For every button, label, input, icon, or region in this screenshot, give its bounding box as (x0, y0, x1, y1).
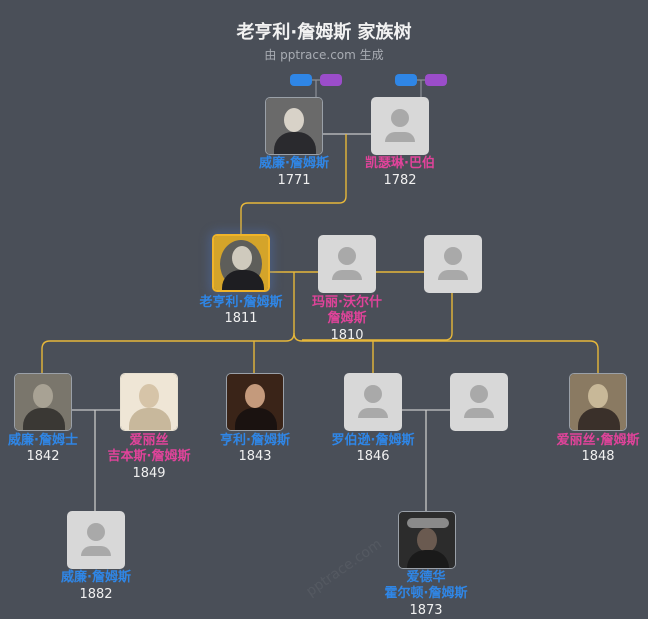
person-card-p10[interactable] (450, 373, 508, 431)
person-card-p8[interactable] (226, 373, 284, 431)
person-name[interactable]: 凯瑟琳·巴伯 (365, 156, 435, 171)
avatar-placeholder-icon (444, 247, 462, 265)
father-ancestors-pill[interactable] (290, 74, 312, 86)
avatar-placeholder-icon (338, 247, 356, 265)
person-year: 1843 (238, 449, 272, 464)
person-year: 1846 (356, 449, 390, 464)
person-year: 1810 (330, 328, 364, 343)
person-name[interactable]: 罗伯逊·詹姆斯 (331, 433, 415, 448)
person-card-p3-selected[interactable] (212, 234, 270, 292)
person-name[interactable]: 玛丽·沃尔什 (312, 295, 382, 310)
person-name[interactable]: 爱德华 (406, 570, 446, 585)
avatar-placeholder-icon (470, 385, 488, 403)
person-year: 1849 (132, 466, 166, 481)
person-name-line2[interactable]: 詹姆斯 (327, 311, 367, 326)
person-name[interactable]: 威廉·詹姆斯 (259, 156, 329, 171)
person-name[interactable]: 爱丽丝 (129, 433, 169, 448)
person-year: 1873 (409, 603, 443, 618)
person-card-p6[interactable] (14, 373, 72, 431)
person-name[interactable]: 威廉·詹姆斯 (61, 570, 131, 585)
person-year: 1771 (277, 173, 311, 188)
person-year: 1848 (581, 449, 615, 464)
person-year: 1842 (26, 449, 60, 464)
person-name[interactable]: 亨利·詹姆斯 (220, 433, 290, 448)
page-title: 老亨利·詹姆斯 家族树 (236, 22, 412, 43)
person-name-line2[interactable]: 吉本斯·詹姆斯 (107, 449, 191, 464)
person-card-p11[interactable] (569, 373, 627, 431)
mother-ancestors-pill[interactable] (425, 74, 447, 86)
person-card-p13[interactable] (398, 511, 456, 569)
avatar-placeholder-icon (391, 109, 409, 127)
person-name[interactable]: 威廉·詹姆士 (8, 433, 78, 448)
person-year: 1811 (224, 311, 258, 326)
avatar-placeholder-icon (364, 385, 382, 403)
person-year: 1882 (79, 587, 113, 602)
person-card-p4[interactable] (318, 235, 376, 293)
person-card-p1[interactable] (265, 97, 323, 155)
person-year: 1782 (383, 173, 417, 188)
person-card-p2[interactable] (371, 97, 429, 155)
person-card-p7[interactable] (120, 373, 178, 431)
person-card-p5[interactable] (424, 235, 482, 293)
person-card-p12[interactable] (67, 511, 125, 569)
father-ancestors-pill[interactable] (395, 74, 417, 86)
person-name[interactable]: 老亨利·詹姆斯 (199, 295, 283, 310)
page-subtitle: 由 pptrace.com 生成 (264, 48, 384, 62)
mother-ancestors-pill[interactable] (320, 74, 342, 86)
person-card-p9[interactable] (344, 373, 402, 431)
person-name-line2[interactable]: 霍尔顿·詹姆斯 (384, 586, 468, 601)
person-name[interactable]: 爱丽丝·詹姆斯 (556, 433, 640, 448)
avatar-placeholder-icon (87, 523, 105, 541)
